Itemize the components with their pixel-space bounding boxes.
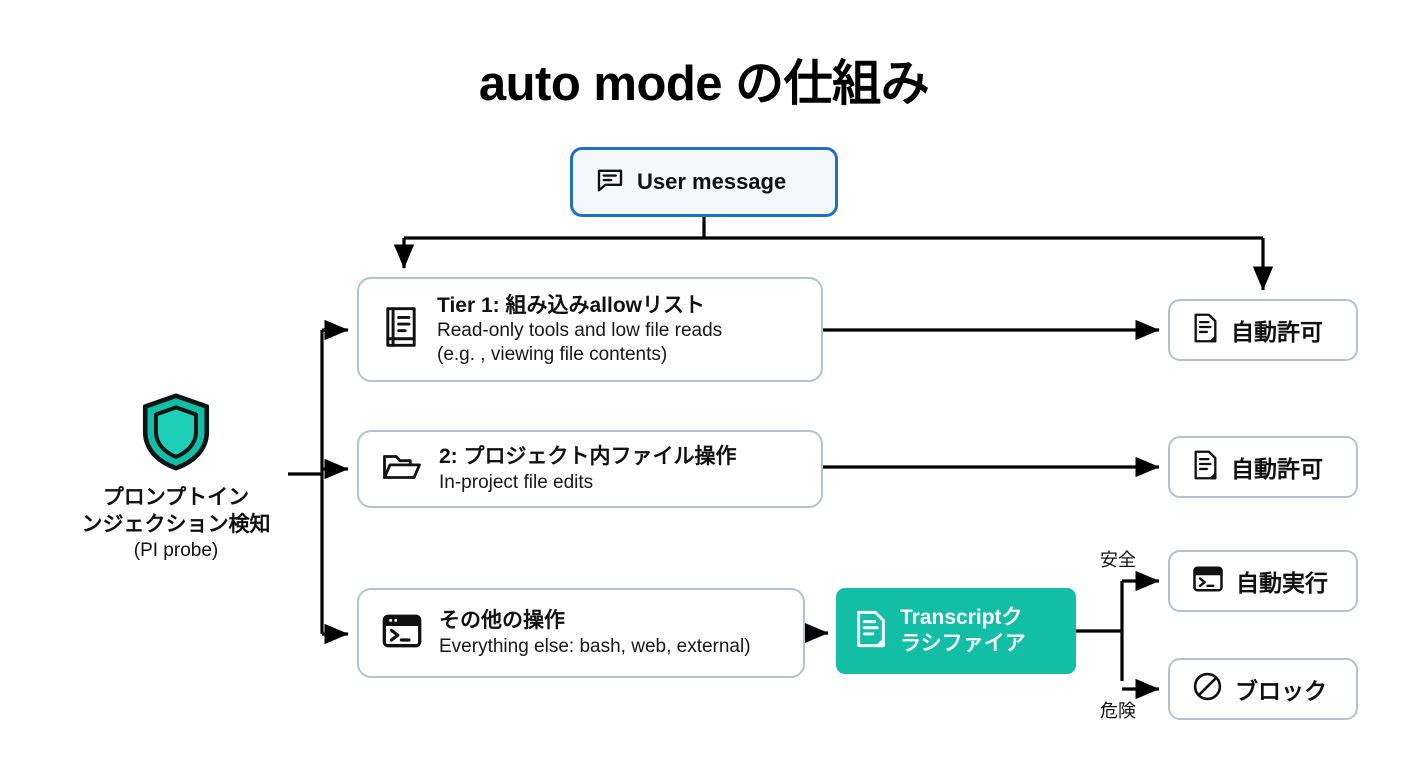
outcome-block[interactable]: ブロック bbox=[1168, 658, 1358, 720]
shield-icon bbox=[139, 392, 213, 477]
outcome-auto-allow-2-label: 自動許可 bbox=[1231, 456, 1323, 482]
pi-probe-sublabel: (PI probe) bbox=[133, 539, 219, 561]
pi-probe-label-line2: ンジェクション検知 bbox=[81, 512, 271, 536]
pi-probe-label-line1: プロンプトイン bbox=[102, 486, 250, 509]
page-title: auto mode の仕組み bbox=[478, 57, 930, 111]
tier1-sub-line1: Read-only tools and low file reads bbox=[437, 320, 723, 342]
terminal-icon bbox=[381, 611, 423, 656]
tier2-sub-line1: In-project file edits bbox=[439, 471, 594, 493]
user-message-label: User message bbox=[637, 169, 787, 194]
outcome-auto-allow-2[interactable]: 自動許可 bbox=[1168, 436, 1358, 498]
tier1-text: Tier 1: 組み込みallowリスト Read-only tools and… bbox=[437, 293, 722, 367]
transcript-classifier-label: Transcriptク ラシファイア bbox=[900, 605, 1026, 658]
tier3-text: その他の操作 Everything else: bash, web, exter… bbox=[439, 608, 751, 658]
tier2-text: 2: プロジェクト内ファイル操作 In-project file edits bbox=[439, 444, 737, 494]
pi-probe-node: プロンプトイン ンジェクション検知 (PI probe) bbox=[28, 392, 324, 563]
chat-bubble-icon bbox=[595, 165, 625, 200]
terminal-icon bbox=[1192, 564, 1224, 599]
outcome-auto-execute-label: 自動実行 bbox=[1236, 570, 1328, 596]
transcript-classifier-label-line2: ラシファイア bbox=[900, 632, 1026, 655]
outcome-auto-execute[interactable]: 自動実行 bbox=[1168, 550, 1358, 612]
outcome-block-label: ブロック bbox=[1235, 678, 1327, 704]
tier1-node[interactable]: Tier 1: 組み込みallowリスト Read-only tools and… bbox=[357, 277, 823, 382]
tier3-sub-line1: Everything else: bash, web, external) bbox=[439, 635, 751, 657]
document-icon bbox=[854, 609, 888, 654]
ban-icon bbox=[1192, 671, 1223, 707]
transcript-classifier-label-line1: Transcriptク bbox=[900, 605, 1023, 629]
document-icon bbox=[1192, 449, 1219, 486]
outcome-auto-allow-1[interactable]: 自動許可 bbox=[1168, 299, 1358, 361]
pi-probe-label: プロンプトイン ンジェクション検知 bbox=[82, 485, 271, 539]
book-icon bbox=[381, 305, 421, 354]
tier1-title: Tier 1: 組み込みallowリスト bbox=[437, 293, 705, 317]
tier3-node[interactable]: その他の操作 Everything else: bash, web, exter… bbox=[357, 588, 805, 678]
tier2-node[interactable]: 2: プロジェクト内ファイル操作 In-project file edits bbox=[357, 430, 823, 508]
outcome-auto-allow-1-label: 自動許可 bbox=[1231, 319, 1323, 345]
folder-icon bbox=[381, 448, 423, 491]
tier3-title: その他の操作 bbox=[439, 608, 565, 632]
branch-label-danger: 危険 bbox=[1100, 701, 1136, 721]
document-icon bbox=[1192, 312, 1219, 349]
branch-label-safe: 安全 bbox=[1100, 550, 1136, 570]
user-message-node[interactable]: User message bbox=[570, 147, 838, 217]
tier2-title: 2: プロジェクト内ファイル操作 bbox=[439, 444, 737, 468]
transcript-classifier-node[interactable]: Transcriptク ラシファイア bbox=[836, 588, 1076, 674]
tier1-sub-line2: (e.g. , viewing file contents) bbox=[437, 343, 668, 365]
